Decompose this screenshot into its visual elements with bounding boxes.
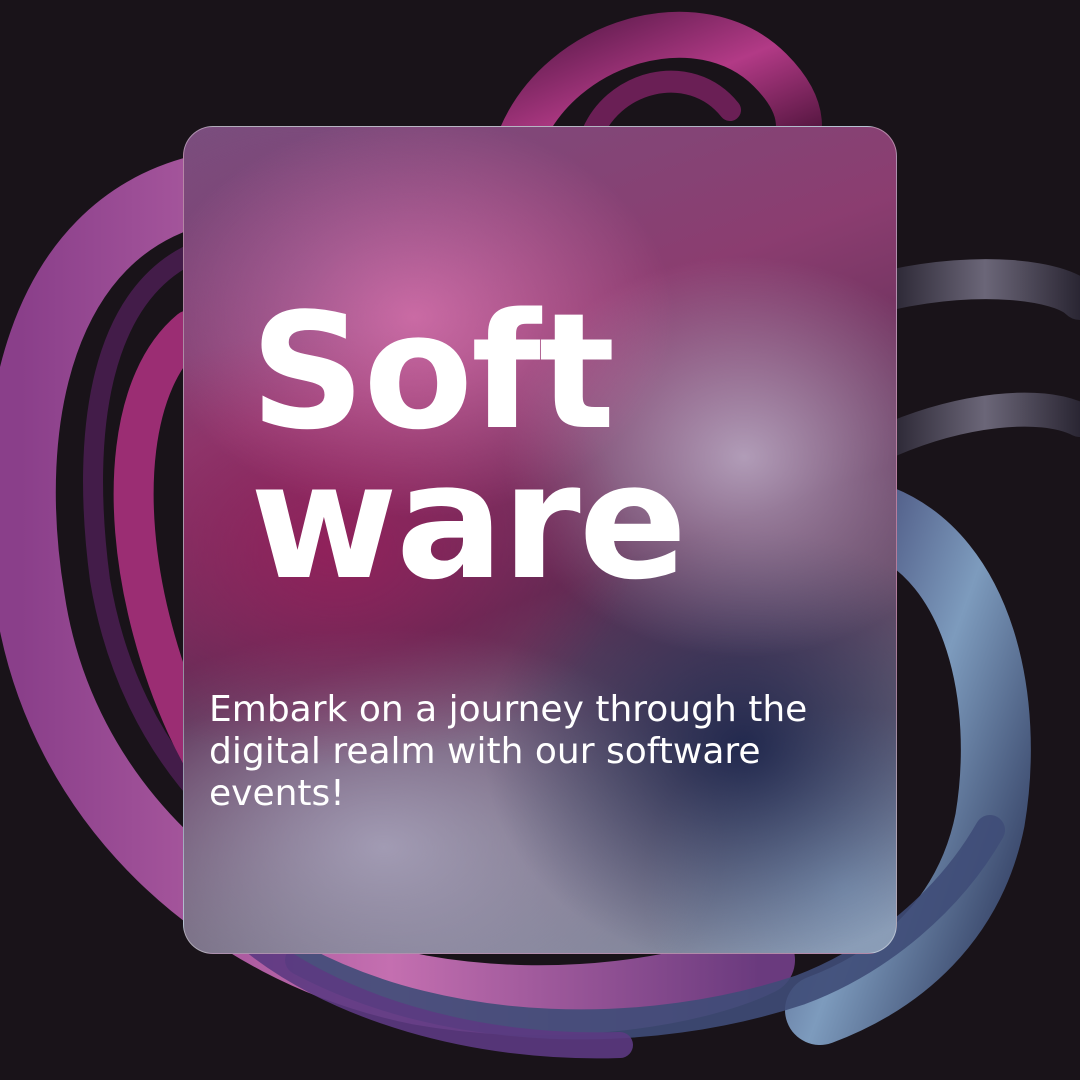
- tagline: Embark on a journey through the digital …: [209, 689, 808, 814]
- ribbon-top-magenta-inner: [579, 70, 741, 151]
- ribbon-left-purple: [0, 155, 795, 1036]
- headline-line-2: ware: [250, 428, 687, 615]
- ribbon-bottom-purple: [227, 917, 633, 1059]
- ribbon-right-grey: [870, 259, 1080, 320]
- frosted-glass-card: Soft ware Embark on a journey through th…: [183, 126, 897, 954]
- ribbon-right-blue: [785, 485, 1031, 1045]
- headline-line-1: Soft: [250, 278, 615, 465]
- ribbon-right-grey-2: [873, 392, 1080, 457]
- ribbon-bottom-blue: [285, 815, 1005, 1040]
- headline: Soft ware: [250, 278, 687, 615]
